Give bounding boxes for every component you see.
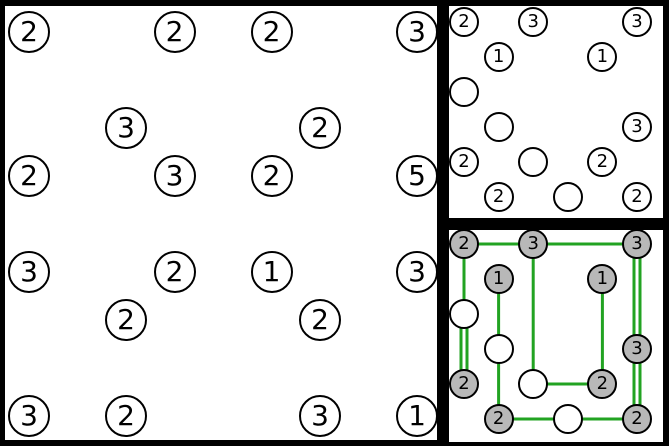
preview-island: 2 (622, 182, 652, 212)
preview-island: 2 (449, 7, 479, 37)
preview-island-empty (518, 147, 549, 177)
island[interactable]: 2 (105, 395, 147, 437)
preview-island-empty (483, 112, 514, 142)
solution-island-empty (518, 369, 549, 399)
island[interactable]: 2 (250, 155, 293, 197)
solution-island: 2 (449, 369, 479, 399)
solution-island: 2 (449, 229, 479, 259)
island[interactable]: 2 (299, 107, 341, 149)
island[interactable]: 2 (8, 155, 50, 197)
solution-island: 3 (622, 334, 652, 364)
preview-island: 3 (518, 7, 549, 37)
island[interactable]: 1 (250, 251, 293, 293)
island[interactable]: 2 (8, 11, 50, 53)
preview-island: 1 (587, 42, 618, 72)
island[interactable]: 1 (396, 395, 438, 437)
preview-island: 2 (483, 182, 514, 212)
solution-island: 1 (587, 264, 618, 294)
solution-island: 2 (587, 369, 618, 399)
island[interactable]: 3 (8, 251, 50, 293)
preview-island: 2 (449, 147, 479, 177)
solution-island: 3 (518, 229, 549, 259)
preview-island: 1 (483, 42, 514, 72)
island[interactable]: 2 (153, 11, 196, 53)
island[interactable]: 2 (299, 299, 341, 341)
island[interactable]: 3 (396, 11, 438, 53)
solution-island-empty (552, 404, 583, 434)
solution-island-empty (483, 334, 514, 364)
solution-island: 2 (622, 404, 652, 434)
preview-island-empty (552, 182, 583, 212)
island[interactable]: 3 (105, 107, 147, 149)
island[interactable]: 3 (396, 251, 438, 293)
solution-island-empty (449, 299, 479, 329)
island[interactable]: 5 (396, 155, 438, 197)
solution-island: 1 (483, 264, 514, 294)
preview-island-empty (449, 77, 479, 107)
island[interactable]: 2 (153, 251, 196, 293)
island[interactable]: 2 (105, 299, 147, 341)
solution-island: 2 (483, 404, 514, 434)
solution-island: 3 (622, 229, 652, 259)
island[interactable]: 2 (250, 11, 293, 53)
preview-island: 3 (622, 112, 652, 142)
island[interactable]: 3 (299, 395, 341, 437)
preview-island: 3 (622, 7, 652, 37)
preview-island: 2 (587, 147, 618, 177)
island[interactable]: 3 (8, 395, 50, 437)
island[interactable]: 3 (153, 155, 196, 197)
